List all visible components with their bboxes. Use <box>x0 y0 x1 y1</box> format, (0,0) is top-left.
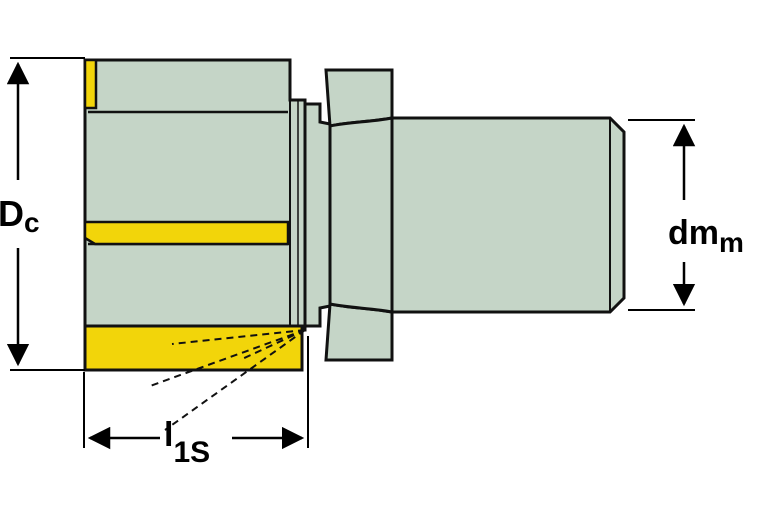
l1s-label: l1S <box>164 416 210 469</box>
collar-flange <box>324 68 394 128</box>
angle-dash-lines <box>149 329 306 431</box>
insert-top <box>83 58 98 110</box>
dc-label: Dc <box>0 193 40 238</box>
dmm-dimension <box>628 119 696 311</box>
dc-dimension <box>6 57 85 371</box>
collar-middle <box>328 116 394 314</box>
insert-middle <box>83 220 290 246</box>
cutter-body <box>83 58 307 332</box>
l1s-dimension <box>83 336 309 450</box>
collar-flange-lower <box>324 302 394 362</box>
insert-bottom <box>83 324 304 372</box>
shank <box>390 116 626 314</box>
dmm-label: dmm <box>668 214 744 258</box>
neck <box>303 102 332 328</box>
